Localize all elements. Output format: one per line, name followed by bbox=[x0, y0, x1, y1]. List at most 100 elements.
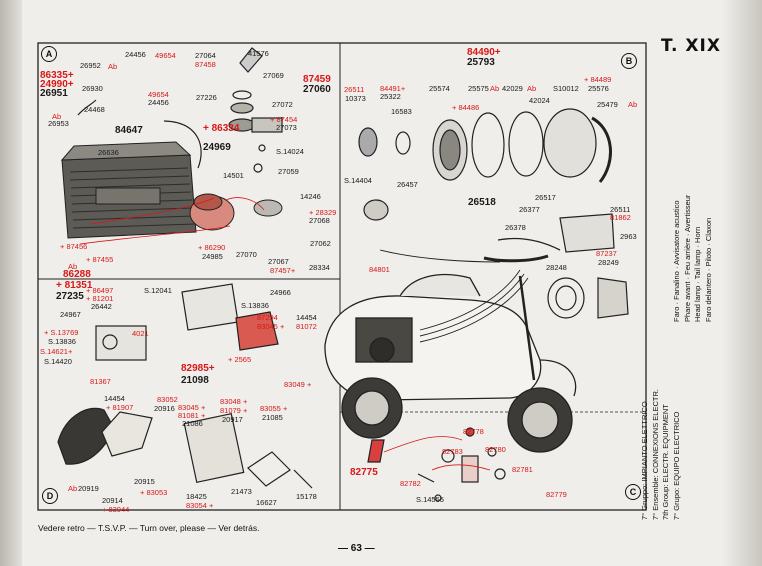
part-26511: 26511 bbox=[344, 85, 365, 94]
part-25574: 25574 bbox=[429, 84, 450, 93]
part-83048: 83048 + bbox=[220, 397, 248, 406]
page-number: — 63 — bbox=[338, 543, 375, 554]
part-18425: 18425 bbox=[186, 492, 207, 501]
part-26377: 26377 bbox=[519, 205, 540, 214]
part-10373: 10373 bbox=[345, 94, 366, 103]
part-24967: 24967 bbox=[60, 310, 81, 319]
part-83044: + 83044 bbox=[102, 505, 130, 514]
part-s14621: S.14621+ bbox=[40, 347, 73, 356]
plate-title: T. XIX bbox=[661, 36, 721, 56]
part-27069: 27069 bbox=[263, 71, 284, 80]
part-86335: 86335+ bbox=[40, 70, 74, 81]
wires-section-c bbox=[383, 436, 491, 471]
note-ab: Ab bbox=[108, 62, 118, 71]
part-84486: + 84486 bbox=[452, 103, 480, 112]
horn-switch-parts bbox=[77, 47, 283, 173]
part-24966: 24966 bbox=[270, 288, 291, 297]
part-28248: 28248 bbox=[546, 263, 567, 272]
part-27062: 27062 bbox=[310, 239, 331, 248]
horn-drawing bbox=[363, 199, 629, 319]
part-81079: 81079 + bbox=[220, 406, 248, 415]
part-84801: 84801 bbox=[369, 265, 390, 274]
part-81862: 81862 bbox=[610, 213, 631, 222]
part-87237: 87237 bbox=[596, 249, 617, 258]
part-82780: 82780 bbox=[485, 445, 506, 454]
part-16627: 16627 bbox=[256, 498, 277, 507]
part-82779: 82779 bbox=[546, 490, 567, 499]
part-42024: 42024 bbox=[529, 96, 550, 105]
part-82781: 82781 bbox=[512, 465, 533, 474]
part-26378: 26378 bbox=[505, 223, 526, 232]
part-s14420: S.14420 bbox=[44, 357, 72, 366]
part-42029: 42029 bbox=[502, 84, 523, 93]
part-87454: + 87454 bbox=[270, 115, 298, 124]
part-24468: 24468 bbox=[84, 105, 105, 114]
part-84491: 84491+ bbox=[380, 84, 406, 93]
part-83054: 83054 + bbox=[186, 501, 214, 510]
part-4021: 4021 bbox=[132, 329, 149, 338]
part-87455: + 87455 bbox=[86, 255, 114, 264]
part-14246: 14246 bbox=[300, 192, 321, 201]
part-26442: 26442 bbox=[91, 302, 112, 311]
part-20914: 20914 bbox=[102, 496, 123, 505]
part-14454-a: 14454 bbox=[296, 313, 317, 322]
part-2565: + 2565 bbox=[228, 355, 252, 364]
section-label-d: D bbox=[42, 488, 58, 504]
part-20919: 20919 bbox=[78, 484, 99, 493]
part-86334: + 86334 bbox=[203, 123, 240, 134]
part-84489: + 84489 bbox=[584, 75, 612, 84]
part-83049: 83049 + bbox=[284, 380, 312, 389]
part-87457: 87457+ bbox=[270, 266, 296, 275]
battery-drawing bbox=[60, 141, 197, 239]
part-24456: 24456 bbox=[125, 50, 146, 59]
part-2963: 2963 bbox=[620, 232, 637, 241]
tail-lamp-parts bbox=[367, 427, 506, 502]
part-49654: 49654 bbox=[155, 51, 176, 60]
part-16583: 16583 bbox=[391, 107, 412, 116]
part-28249: 28249 bbox=[598, 258, 619, 267]
part-s10012: S10012 bbox=[553, 84, 579, 93]
part-26511-b: 26511 bbox=[610, 205, 631, 214]
part-14501: 14501 bbox=[223, 171, 244, 180]
part-49654-b: 49654 bbox=[148, 90, 169, 99]
part-26457: 26457 bbox=[397, 180, 418, 189]
part-86288: 86288 bbox=[63, 269, 91, 280]
part-84490: 84490+ bbox=[467, 47, 501, 58]
note-ab-3: Ab bbox=[68, 262, 78, 271]
headlamp-drawing bbox=[358, 108, 612, 183]
part-27068: 27068 bbox=[309, 216, 330, 225]
component-line-es: Faro delantero · Piloto · Claxon bbox=[703, 217, 713, 322]
part-s13836-b: S.13836 bbox=[48, 337, 76, 346]
part-87459: 87459 bbox=[303, 74, 331, 85]
section-label-b: B bbox=[621, 53, 637, 69]
part-21098: 21098 bbox=[181, 375, 209, 386]
component-line-en: Head lamp · Tail lamp · Horn bbox=[693, 226, 702, 322]
part-81351: + 81351 bbox=[56, 280, 93, 291]
plate-frame bbox=[37, 42, 647, 511]
part-25322: 25322 bbox=[380, 92, 401, 101]
wires-section-a bbox=[79, 197, 265, 245]
part-82778: 82778 bbox=[463, 427, 484, 436]
component-line-fr: Phare avant · Feu arrière · Avertisseur bbox=[682, 194, 692, 322]
switch-drawing bbox=[189, 193, 283, 231]
part-87456: + 87456 bbox=[60, 242, 88, 251]
part-82783: 82783 bbox=[442, 447, 463, 456]
part-24969: 24969 bbox=[203, 142, 231, 153]
note-ab-4: Ab bbox=[490, 84, 500, 93]
part-27072: 27072 bbox=[272, 100, 293, 109]
part-20917: 20917 bbox=[222, 415, 243, 424]
page-edge bbox=[722, 0, 762, 566]
part-27235: 27235 bbox=[56, 291, 84, 302]
group-line-en: 7th Group: ELECTR. EQUIPMENT bbox=[661, 404, 670, 520]
group-list: 7° Gruppo: IMPIANTO ELETTRICO 7° Ensembl… bbox=[632, 389, 722, 522]
group-line-it: 7° Gruppo: IMPIANTO ELETTRICO bbox=[640, 401, 649, 520]
part-82775: 82775 bbox=[350, 467, 378, 478]
part-24990: 24990+ bbox=[40, 79, 74, 90]
part-25576: 25576 bbox=[588, 84, 609, 93]
part-27073: 27073 bbox=[276, 123, 297, 132]
part-83045-a: 83045 + bbox=[257, 322, 285, 331]
part-15178: 15178 bbox=[296, 492, 317, 501]
part-81072: 81072 bbox=[296, 322, 317, 331]
part-21086: 21086 bbox=[182, 419, 203, 428]
